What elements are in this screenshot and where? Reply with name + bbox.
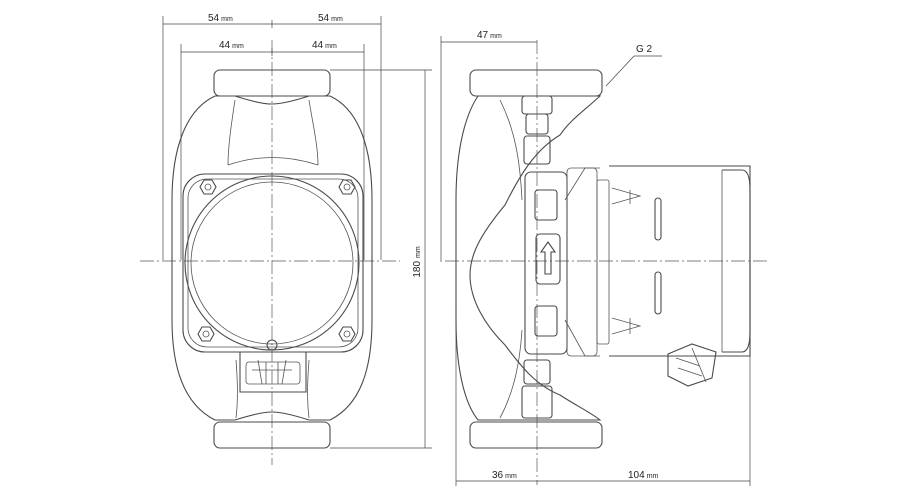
- front-volute-left-lower: [235, 359, 238, 419]
- dim-front-height: 180mm: [412, 246, 423, 278]
- front-bolt-top-left: [199, 179, 217, 195]
- front-bolt-top-right: [338, 179, 356, 195]
- front-motor-circle-inner: [190, 181, 354, 345]
- side-plug-connector: [667, 343, 717, 387]
- side-vent-slot-lower: [654, 271, 662, 315]
- front-view: [140, 40, 400, 465]
- side-upper-nut: [521, 95, 553, 165]
- side-vent-slot-upper: [654, 197, 662, 241]
- side-view: [445, 40, 770, 485]
- leader-thread: [605, 55, 635, 87]
- side-motor-can: [609, 165, 751, 357]
- front-volute-right-upper: [308, 99, 319, 166]
- front-volute-neck: [227, 157, 319, 166]
- side-motor-flange: [524, 167, 610, 357]
- front-motor-plate: [182, 173, 364, 353]
- side-lower-nut: [521, 359, 553, 419]
- flow-direction-arrow-icon: [535, 233, 561, 285]
- front-top-flange: [213, 69, 331, 97]
- front-terminal-box: [239, 339, 307, 393]
- front-bottom-flange: [213, 421, 331, 449]
- side-housing-outline: [455, 95, 602, 421]
- front-housing-outline: [171, 95, 373, 421]
- side-bottom-flange: [469, 421, 603, 449]
- label-thread-size: G 2: [636, 44, 653, 55]
- front-volute-right-lower: [307, 359, 310, 419]
- front-volute-left-upper: [227, 99, 236, 166]
- front-motor-plate-inner: [187, 178, 359, 348]
- front-bolt-bottom-left: [197, 326, 215, 342]
- front-bolt-bottom-right: [338, 326, 356, 342]
- side-top-flange: [469, 69, 603, 97]
